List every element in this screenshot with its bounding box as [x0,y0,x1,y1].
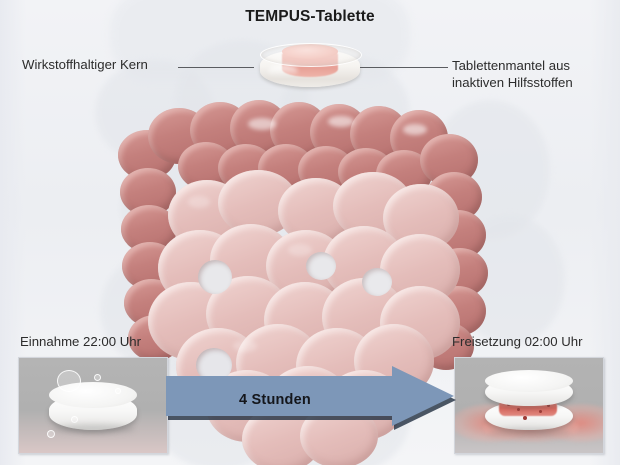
tablet-icon [256,41,364,95]
caption-release: Freisetzung 02:00 Uhr [452,334,583,349]
page-title: TEMPUS-Tablette [245,8,375,25]
leader-line-left [178,67,254,68]
intestine-icon [118,100,508,465]
leader-line-right [348,67,448,68]
arrow-shape [166,366,456,430]
arrow-right-icon: 4 Stunden [160,366,460,436]
callout-label-coating: Tablettenmantel aus inaktiven Hilfsstoff… [452,57,617,91]
callout-label-core: Wirkstoffhaltiger Kern [22,57,148,72]
tablet-rim [260,43,362,67]
tablet-release-icon [454,357,604,454]
tablet-intact-icon [18,357,168,454]
tablet-highlight [268,65,298,77]
callout-coating-line2: inaktiven Hilfsstoffen [452,75,573,90]
arrow-label: 4 Stunden [239,392,311,408]
caption-intake: Einnahme 22:00 Uhr [20,334,141,349]
callout-coating-line1: Tablettenmantel aus [452,58,571,73]
